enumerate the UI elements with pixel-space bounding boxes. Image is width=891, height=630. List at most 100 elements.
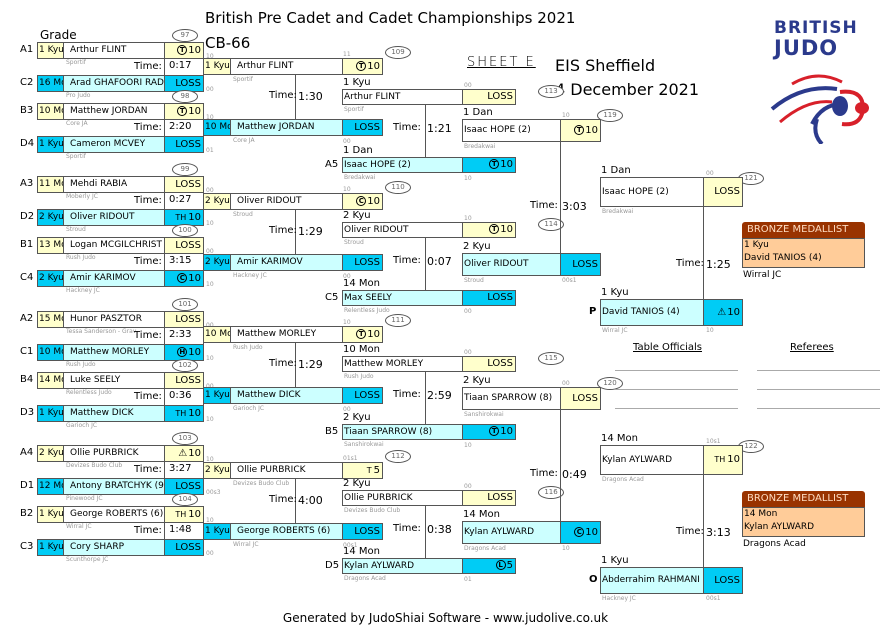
- competitor-name[interactable]: Matthew MORLEY: [230, 326, 343, 343]
- score-code: 00s3: [206, 489, 221, 496]
- competitor-name[interactable]: Mehdi RABIA: [63, 176, 165, 193]
- competitor-name[interactable]: Tiaan SPARROW (8): [342, 424, 463, 440]
- grade-label: 2 Kyu: [343, 412, 371, 423]
- score-mark-icon: TH: [175, 409, 187, 418]
- score-box[interactable]: LOSS: [164, 539, 204, 556]
- competitor-name[interactable]: Oliver RIDOUT: [342, 222, 463, 238]
- competitor-name[interactable]: Arthur FLINT: [63, 42, 165, 59]
- competitor-name[interactable]: Isaac HOPE (2): [462, 119, 561, 142]
- competitor-name[interactable]: Kylan AYLWARD: [462, 521, 561, 544]
- medallist-name: David TANIOS (4): [744, 253, 822, 263]
- club-name: Devizes Budo Club: [344, 507, 401, 514]
- competitor-name[interactable]: Isaac HOPE (2): [342, 157, 463, 173]
- score-box[interactable]: LOSS: [342, 254, 383, 271]
- score-box[interactable]: LOSS: [164, 176, 204, 193]
- score-box[interactable]: LOSS: [703, 567, 743, 594]
- score-code: 00s1: [343, 542, 358, 549]
- competitor-name[interactable]: Matthew MORLEY: [63, 344, 165, 361]
- competitor-name[interactable]: Oliver RIDOUT: [462, 253, 561, 276]
- score-box[interactable]: LOSS: [703, 177, 743, 207]
- competitor-name[interactable]: Matthew DICK: [63, 405, 165, 422]
- match-number: 119: [597, 109, 623, 122]
- score-box[interactable]: LOSS: [462, 89, 516, 105]
- competitor-name[interactable]: Ollie PURBRICK: [63, 445, 165, 462]
- match-time: 0:27: [164, 192, 204, 210]
- official-line[interactable]: [615, 408, 738, 409]
- competitor-name[interactable]: Luke SEELY: [63, 372, 165, 389]
- grade-cell: 1 Kyu: [203, 387, 231, 404]
- competitor-name[interactable]: Matthew DICK: [230, 387, 343, 404]
- score-box[interactable]: LOSS: [462, 356, 516, 372]
- competitor-name[interactable]: Tiaan SPARROW (8): [462, 387, 561, 410]
- competitor-name[interactable]: Arthur FLINT: [230, 58, 343, 75]
- competitor-name[interactable]: Isaac HOPE (2): [600, 177, 704, 207]
- competitor-name[interactable]: George ROBERTS (6): [63, 506, 165, 523]
- score-box[interactable]: LOSS: [342, 119, 383, 136]
- score-box[interactable]: ⚠10: [703, 299, 743, 326]
- score-box[interactable]: LOSS: [342, 387, 383, 404]
- competitor-name[interactable]: Cory SHARP: [63, 539, 165, 556]
- competitor-name[interactable]: George ROBERTS (6): [230, 523, 343, 540]
- competitor-name[interactable]: Arthur FLINT: [342, 89, 463, 105]
- competitor-name[interactable]: Logan MCGILCHRIST: [63, 237, 165, 254]
- score-value: LOSS: [572, 259, 598, 270]
- competitor-name[interactable]: Oliver RIDOUT: [230, 193, 343, 210]
- official-line[interactable]: [615, 389, 738, 390]
- grade-label: 14 Mon: [343, 546, 380, 557]
- competitor-name[interactable]: Abderrahim RAHMANI (11): [600, 567, 704, 594]
- category-label: CB-66: [205, 34, 251, 52]
- competitor-name[interactable]: Ollie PURBRICK: [230, 462, 343, 479]
- score-box[interactable]: LOSS: [164, 136, 204, 153]
- competitor-name[interactable]: Kylan AYLWARD: [342, 558, 463, 574]
- competitor-name[interactable]: Hunor PASZTOR: [63, 311, 165, 328]
- match-number: 98: [172, 90, 198, 103]
- score-code: 10: [206, 220, 214, 227]
- competitor-name[interactable]: Matthew JORDAN: [63, 103, 165, 120]
- score-box[interactable]: LOSS: [560, 253, 601, 276]
- official-line[interactable]: [615, 370, 738, 371]
- competitor-name[interactable]: Max SEELY: [342, 290, 463, 306]
- competitor-name[interactable]: Matthew MORLEY: [342, 356, 463, 372]
- competitor-name[interactable]: Ollie PURBRICK: [342, 490, 463, 506]
- score-box[interactable]: LOSS: [164, 372, 204, 389]
- competitor-name[interactable]: David TANIOS (4): [600, 299, 704, 326]
- score-box[interactable]: LOSS: [342, 523, 383, 540]
- score-box[interactable]: LOSS: [164, 237, 204, 254]
- score-box[interactable]: LOSS: [164, 311, 204, 328]
- referee-line[interactable]: [757, 408, 880, 409]
- competitor-name[interactable]: Matthew JORDAN: [230, 119, 343, 136]
- competitor-name[interactable]: Amir KARIMOV: [63, 270, 165, 287]
- competitor-name[interactable]: Antony BRATCHYK (9): [63, 478, 165, 495]
- referee-line[interactable]: [757, 370, 880, 371]
- position-label: B5: [325, 426, 339, 437]
- competitor-name[interactable]: Arad GHAFOORI RAD: [63, 75, 165, 92]
- referee-line[interactable]: [757, 389, 880, 390]
- position-label: B2: [20, 508, 34, 519]
- score-box[interactable]: LOSS: [462, 490, 516, 506]
- competitor-name[interactable]: Amir KARIMOV: [230, 254, 343, 271]
- score-box[interactable]: LOSS: [560, 387, 601, 410]
- score-box[interactable]: ⚠10: [164, 445, 204, 462]
- competitor-name[interactable]: Kylan AYLWARD: [600, 445, 704, 475]
- competitor-name[interactable]: Oliver RIDOUT: [63, 209, 165, 226]
- score-code: 00s1: [706, 595, 721, 602]
- competitor-name[interactable]: Cameron MCVEY: [63, 136, 165, 153]
- score-box[interactable]: LOSS: [462, 290, 516, 306]
- score-mark-icon: C: [177, 273, 188, 283]
